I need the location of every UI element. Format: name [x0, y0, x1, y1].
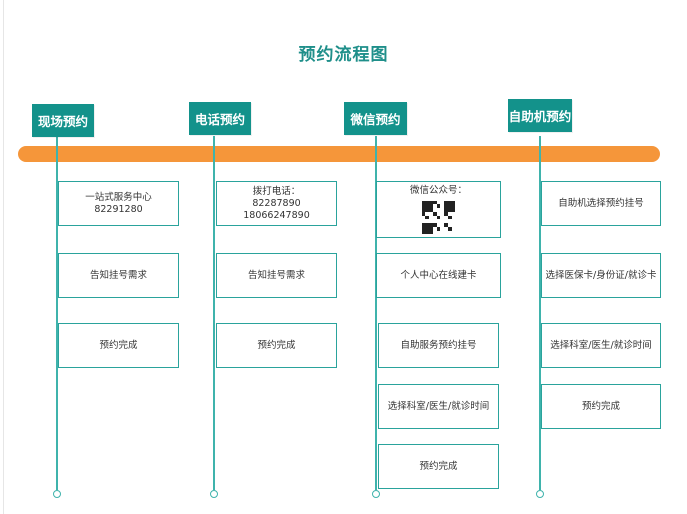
step-box: 预约完成	[58, 323, 179, 368]
step-box: 预约完成	[541, 384, 661, 429]
step-box: 告知挂号需求	[58, 253, 179, 298]
step-text: 拨打电话：	[252, 185, 301, 197]
step-text: 个人中心在线建卡	[400, 269, 477, 281]
step-box: 自助服务预约挂号	[378, 323, 499, 368]
step-box: 选择科室/医生/就诊时间	[378, 384, 499, 429]
step-text: 预约完成	[257, 339, 296, 351]
lane-header-wechat: 微信预约	[344, 102, 407, 135]
lane-end-dot	[53, 490, 61, 498]
lane-header-phone: 电话预约	[189, 102, 251, 135]
step-text: 选择科室/医生/就诊时间	[387, 400, 490, 412]
step-text: 预约完成	[99, 339, 138, 351]
step-box: 选择科室/医生/就诊时间	[541, 323, 661, 368]
step-box: 预约完成	[216, 323, 337, 368]
lane-line	[56, 136, 58, 490]
lane-header-onsite: 现场预约	[32, 104, 94, 137]
lane-end-dot	[536, 490, 544, 498]
lane-header-kiosk: 自助机预约	[508, 99, 572, 132]
step-text: 自助机选择预约挂号	[558, 197, 644, 209]
lane-end-dot	[210, 490, 218, 498]
step-text: 82291280	[94, 203, 143, 215]
lane-line	[375, 136, 377, 490]
qr-code-icon	[421, 200, 456, 235]
timeline-bar	[18, 146, 660, 162]
lane-end-dot	[372, 490, 380, 498]
step-text: 18066247890	[243, 209, 310, 221]
step-box: 预约完成	[378, 444, 499, 489]
step-text: 微信公众号：	[409, 184, 467, 196]
lane-line	[539, 136, 541, 490]
step-text: 选择医保卡/身份证/就诊卡	[545, 269, 657, 281]
step-text: 82287890	[252, 197, 301, 209]
lane-line	[213, 136, 215, 490]
step-box: 自助机选择预约挂号	[541, 181, 661, 226]
page-edge	[3, 0, 4, 514]
step-box: 选择医保卡/身份证/就诊卡	[541, 253, 661, 298]
step-text: 告知挂号需求	[247, 269, 305, 281]
step-text: 告知挂号需求	[89, 269, 147, 281]
step-box: 告知挂号需求	[216, 253, 337, 298]
step-text: 预约完成	[581, 400, 620, 412]
step-box: 微信公众号：	[376, 181, 501, 238]
step-text: 预约完成	[419, 460, 458, 472]
page-title: 预约流程图	[298, 45, 389, 65]
step-text: 选择科室/医生/就诊时间	[550, 339, 652, 351]
step-text: 自助服务预约挂号	[400, 339, 477, 351]
step-text: 一站式服务中心	[85, 191, 152, 203]
step-box: 个人中心在线建卡	[376, 253, 501, 298]
